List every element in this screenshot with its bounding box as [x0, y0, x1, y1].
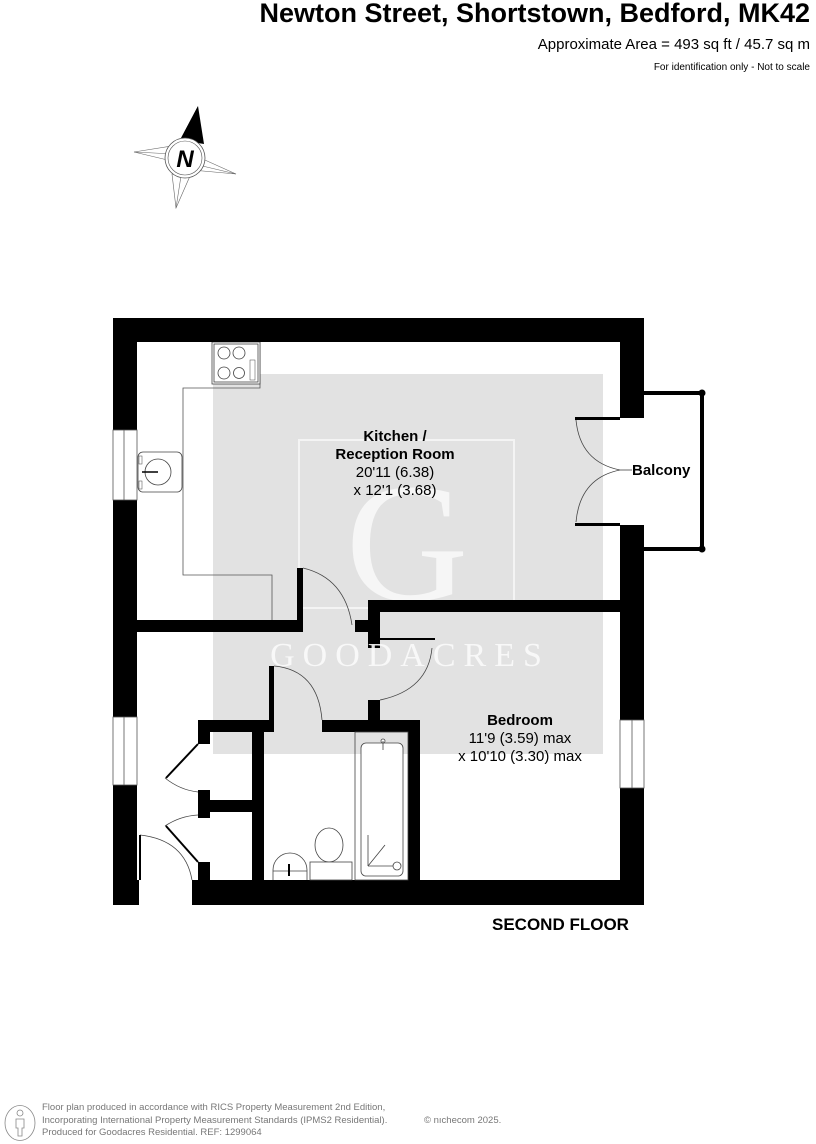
bedroom-dim2: x 10'10 (3.30) max: [458, 748, 582, 765]
identification-note: For identification only - Not to scale: [653, 62, 810, 73]
door-swings: [139, 419, 632, 881]
person-info-icon: [4, 1105, 36, 1141]
windows: [112, 429, 645, 789]
kitchen-name-line1: Kitchen /: [363, 428, 427, 445]
balcony-label: Balcony: [632, 462, 691, 479]
watermark-name: GOODACRES: [270, 637, 550, 674]
footer-line3: Produced for Goodacres Residential. REF:…: [42, 1127, 262, 1138]
compass-letter: N: [176, 146, 194, 173]
floor-label: SECOND FLOOR: [492, 915, 629, 934]
north-arrow-compass-icon: N: [133, 106, 237, 210]
bedroom-dim1: 11'9 (3.59) max: [468, 730, 572, 747]
kitchen-sink-icon: [137, 451, 183, 493]
footer: Floor plan produced in accordance with R…: [0, 1100, 816, 1144]
kitchen-reception-label: Kitchen / Reception Room 20'11 (6.38) x …: [300, 428, 490, 500]
bedroom-label: Bedroom 11'9 (3.59) max x 10'10 (3.30) m…: [430, 712, 610, 766]
kitchen-name-line2: Reception Room: [335, 446, 455, 463]
bedroom-name: Bedroom: [487, 712, 553, 729]
walls: [113, 318, 706, 905]
kitchen-dim2: x 12'1 (3.68): [353, 482, 437, 499]
footer-disclaimer: Floor plan produced in accordance with R…: [42, 1102, 387, 1140]
kitchen-dim1: 20'11 (6.38): [355, 464, 435, 481]
footer-line1: Floor plan produced in accordance with R…: [42, 1102, 386, 1113]
cupboard-door-leaves: [139, 743, 199, 880]
hob-icon: [211, 341, 261, 385]
approximate-area: Approximate Area = 493 sq ft / 45.7 sq m: [537, 36, 810, 53]
watermark-panel: [213, 374, 603, 754]
bathroom-fixtures: [272, 731, 409, 881]
footer-line2: Incorporating International Property Mea…: [42, 1114, 388, 1126]
footer-copyright: © nıchecom 2025.: [424, 1115, 502, 1126]
property-title: Newton Street, Shortstown, Bedford, MK42: [259, 0, 810, 28]
